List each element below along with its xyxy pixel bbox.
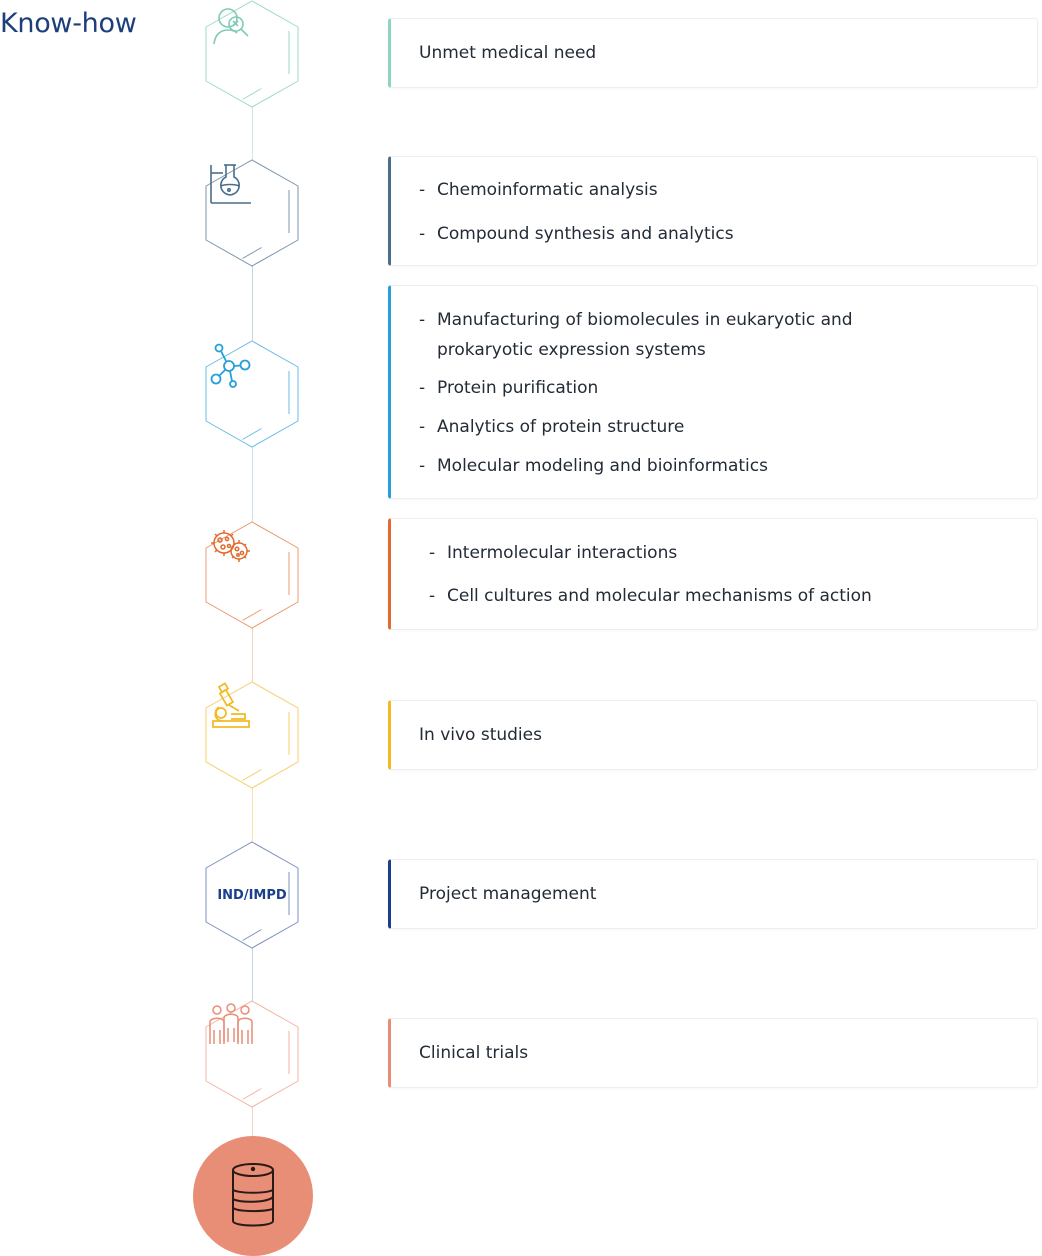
flask-on-stand-icon: [205, 159, 299, 267]
card-project-management: Project management: [388, 859, 1038, 929]
list-item: -Compound synthesis and analytics: [419, 224, 734, 244]
list-item: -Chemoinformatic analysis: [419, 180, 658, 200]
connector-line: [252, 446, 253, 522]
card-text: In vivo studies: [419, 725, 542, 745]
hexagon-step-chemistry: [205, 159, 299, 267]
card-cell-studies: -Intermolecular interactions -Cell cultu…: [388, 518, 1038, 630]
hexagon-step-in-vivo: [205, 681, 299, 789]
medicine-jar-icon: [232, 1163, 274, 1227]
connector-line: [252, 787, 253, 842]
clinical-team-people-icon: [205, 1000, 299, 1108]
connector-line: [252, 627, 253, 682]
list-item: -Protein purification: [419, 378, 599, 398]
bullet-list: -Manufacturing of biomolecules in eukary…: [417, 305, 937, 481]
bullet-list: -Intermolecular interactions -Cell cultu…: [427, 538, 1007, 611]
hexagon-step-clinical: [205, 1000, 299, 1108]
list-item: -Manufacturing of biomolecules in eukary…: [419, 310, 853, 360]
connector-line: [252, 1106, 253, 1138]
list-item: -Analytics of protein structure: [419, 417, 685, 437]
card-clinical-trials: Clinical trials: [388, 1018, 1038, 1088]
microscope-icon: [205, 681, 299, 789]
card-text: Project management: [419, 884, 597, 904]
connector-line: [252, 106, 253, 160]
hexagon-step-unmet-need: [205, 0, 299, 108]
molecule-network-icon: [205, 340, 299, 448]
final-product-circle: [193, 1136, 313, 1256]
card-chemistry: -Chemoinformatic analysis -Compound synt…: [388, 156, 1038, 266]
connector-line: [252, 265, 253, 341]
list-item: -Cell cultures and molecular mechanisms …: [429, 586, 872, 606]
researcher-magnifier-icon: [205, 0, 299, 108]
ind-impd-badge: IND/IMPD: [217, 887, 287, 903]
card-unmet-medical-need: Unmet medical need: [388, 18, 1038, 88]
card-text: Clinical trials: [419, 1043, 529, 1063]
list-item: -Intermolecular interactions: [429, 543, 678, 563]
connector-line: [252, 947, 253, 1002]
hexagon-step-biomolecules: [205, 340, 299, 448]
hexagon-step-cell-studies: [205, 521, 299, 629]
card-in-vivo: In vivo studies: [388, 700, 1038, 770]
card-biomolecules: -Manufacturing of biomolecules in eukary…: [388, 285, 1038, 499]
page-title: Know-how: [0, 8, 137, 39]
list-item: -Molecular modeling and bioinformatics: [419, 456, 768, 476]
hexagon-step-ind-impd: IND/IMPD: [205, 841, 299, 949]
process-timeline: IND/IMPD: [0, 0, 380, 1256]
bullet-list: -Chemoinformatic analysis -Compound synt…: [417, 175, 1007, 249]
cells-microbes-icon: [205, 521, 299, 629]
card-text: Unmet medical need: [419, 43, 597, 63]
